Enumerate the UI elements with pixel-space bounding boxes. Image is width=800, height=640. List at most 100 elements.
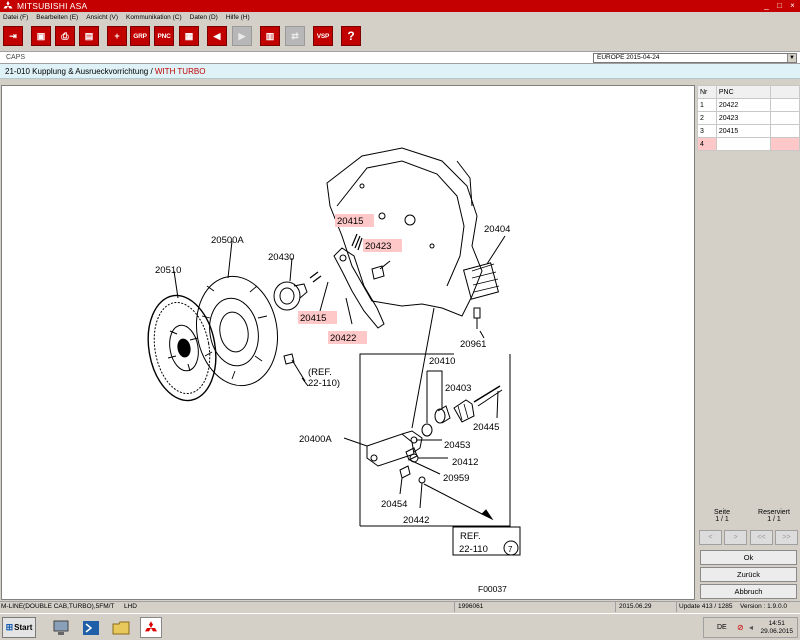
menu-datei[interactable]: Datei (F): [3, 14, 29, 21]
highlight-label-20415-bottom[interactable]: 20415: [300, 313, 326, 324]
mitsubishi-logo-icon: [3, 1, 13, 9]
computer-icon[interactable]: [50, 617, 72, 638]
mitsubishi-app-icon[interactable]: [140, 617, 162, 638]
reserviert-value: 1 / 1: [767, 516, 781, 523]
grp-button[interactable]: GRP: [130, 26, 150, 46]
label-20404[interactable]: 20404: [484, 224, 510, 235]
help-button[interactable]: ?: [341, 26, 361, 46]
menu-bearbeiten[interactable]: Bearbeiten (E): [36, 14, 79, 21]
table-row[interactable]: 1 20422: [697, 98, 800, 112]
language-indicator[interactable]: DE: [717, 624, 727, 631]
cancel-button[interactable]: Abbruch: [700, 584, 797, 599]
clock-date: 29.06.2015: [760, 628, 793, 635]
page-prev-button[interactable]: <: [699, 530, 722, 545]
exchange-button[interactable]: ⇄: [285, 26, 305, 46]
row-extra: [770, 137, 800, 151]
table-row[interactable]: 2 20423: [697, 111, 800, 125]
menu-kommunikation[interactable]: Kommunikation (C): [126, 14, 182, 21]
document-icon: ▤: [84, 30, 94, 41]
row-nr: 4: [697, 137, 717, 151]
status-date: 2015.06.29: [619, 603, 652, 610]
vsp-label: VSP: [316, 32, 330, 40]
add-button[interactable]: +: [107, 26, 127, 46]
highlight-label-20423[interactable]: 20423: [365, 241, 391, 252]
plus-icon: +: [114, 30, 120, 41]
screen-button[interactable]: ▣: [31, 26, 51, 46]
row-pnc[interactable]: 20422: [715, 98, 772, 112]
exit-button[interactable]: ⇥: [3, 26, 23, 46]
clock[interactable]: 14:51 29.06.2015: [760, 620, 793, 636]
reserved-info: Reserviert 1 / 1: [749, 509, 799, 523]
previous-button[interactable]: ◀: [207, 26, 227, 46]
network-warning-icon[interactable]: ⊘: [737, 623, 744, 632]
back-button[interactable]: Zurück: [700, 567, 797, 582]
menu-hilfe[interactable]: Hilfe (H): [225, 14, 250, 21]
highlight-label-20415-top[interactable]: 20415: [337, 216, 363, 227]
label-20453[interactable]: 20453: [444, 440, 470, 451]
label-20500a[interactable]: 20500A: [211, 235, 244, 246]
print-button[interactable]: ⎙: [55, 26, 75, 46]
parts-illustration[interactable]: 20500A 20510 20430 20404 20961 20400A 20…: [1, 85, 695, 600]
parts-list-button[interactable]: ▥: [260, 26, 280, 46]
table-row-active[interactable]: 4: [697, 137, 800, 151]
row-pnc[interactable]: 20423: [715, 111, 772, 125]
ref-label-2b[interactable]: 22-110: [459, 544, 488, 555]
region-select[interactable]: EUROPE 2015-04-24 ▼: [593, 53, 797, 63]
window-title: MITSUBISHI ASA: [17, 1, 88, 11]
close-button[interactable]: ×: [790, 1, 795, 10]
maximize-button[interactable]: □: [777, 1, 782, 10]
label-20403[interactable]: 20403: [445, 383, 471, 394]
vsp-button[interactable]: VSP: [313, 26, 333, 46]
chevron-down-icon[interactable]: ▼: [787, 54, 796, 62]
pnc-panel: Nr PNC 1 20422 2 20423 3 20415 4 Seite 1…: [697, 85, 800, 600]
status-code: 1996061: [458, 603, 484, 610]
system-tray: DE ⊘ ◂ 14:51 29.06.2015: [703, 617, 798, 638]
ref-label-1a[interactable]: (REF.: [308, 367, 332, 378]
page-next-button[interactable]: >: [724, 530, 747, 545]
ok-button[interactable]: Ok: [700, 550, 797, 565]
label-20961[interactable]: 20961: [460, 339, 486, 350]
pnc-button[interactable]: PNC: [154, 26, 174, 46]
breadcrumb-title: Kupplung & Ausrueckvorrichtung /: [32, 67, 153, 76]
label-20959[interactable]: 20959: [443, 473, 469, 484]
folder-icon[interactable]: [110, 617, 132, 638]
label-20445[interactable]: 20445: [473, 422, 499, 433]
minimize-button[interactable]: _: [764, 1, 769, 10]
menu-daten[interactable]: Daten (D): [189, 14, 218, 21]
row-nr: 3: [697, 124, 717, 138]
caps-row: CAPS EUROPE 2015-04-24 ▼: [0, 51, 800, 64]
column-header-extra: [770, 85, 800, 99]
label-20430[interactable]: 20430: [268, 252, 294, 263]
label-20454[interactable]: 20454: [381, 499, 407, 510]
grid-icon: ▦: [184, 30, 194, 41]
grid-button[interactable]: ▦: [179, 26, 199, 46]
status-bar: M-LINE(DOUBLE CAB,TURBO),5FM/T LHD 19960…: [0, 601, 800, 612]
seite-value: 1 / 1: [715, 516, 729, 523]
start-button[interactable]: ⊞ Start: [2, 617, 36, 638]
exploded-view-diagram[interactable]: 20500A 20510 20430 20404 20961 20400A 20…: [2, 86, 696, 601]
powershell-icon[interactable]: [80, 617, 102, 638]
figure-number: F00037: [478, 584, 507, 594]
page-first-button[interactable]: <<: [750, 530, 773, 545]
row-extra: [770, 124, 800, 138]
menu-ansicht[interactable]: Ansicht (V): [86, 14, 118, 21]
speaker-icon[interactable]: ◂: [749, 623, 754, 632]
ref-label-1b[interactable]: 22-110): [308, 378, 340, 389]
ref-label-2a[interactable]: REF.: [460, 531, 481, 542]
status-version: Version : 1.9.0.0: [740, 603, 787, 610]
caps-label: CAPS: [6, 54, 26, 61]
label-20412[interactable]: 20412: [452, 457, 478, 468]
reserviert-label: Reserviert: [758, 509, 790, 516]
pnc-input-cell[interactable]: [715, 137, 772, 151]
grp-label: GRP: [133, 32, 147, 40]
row-pnc[interactable]: 20415: [715, 124, 772, 138]
label-20442[interactable]: 20442: [403, 515, 429, 526]
label-20400a[interactable]: 20400A: [299, 434, 332, 445]
label-20410[interactable]: 20410: [429, 356, 455, 367]
table-row[interactable]: 3 20415: [697, 124, 800, 138]
label-20510[interactable]: 20510: [155, 265, 181, 276]
highlight-label-20422[interactable]: 20422: [330, 333, 356, 344]
page-last-button[interactable]: >>: [775, 530, 798, 545]
next-button[interactable]: ▶: [232, 26, 252, 46]
print-preview-button[interactable]: ▤: [79, 26, 99, 46]
